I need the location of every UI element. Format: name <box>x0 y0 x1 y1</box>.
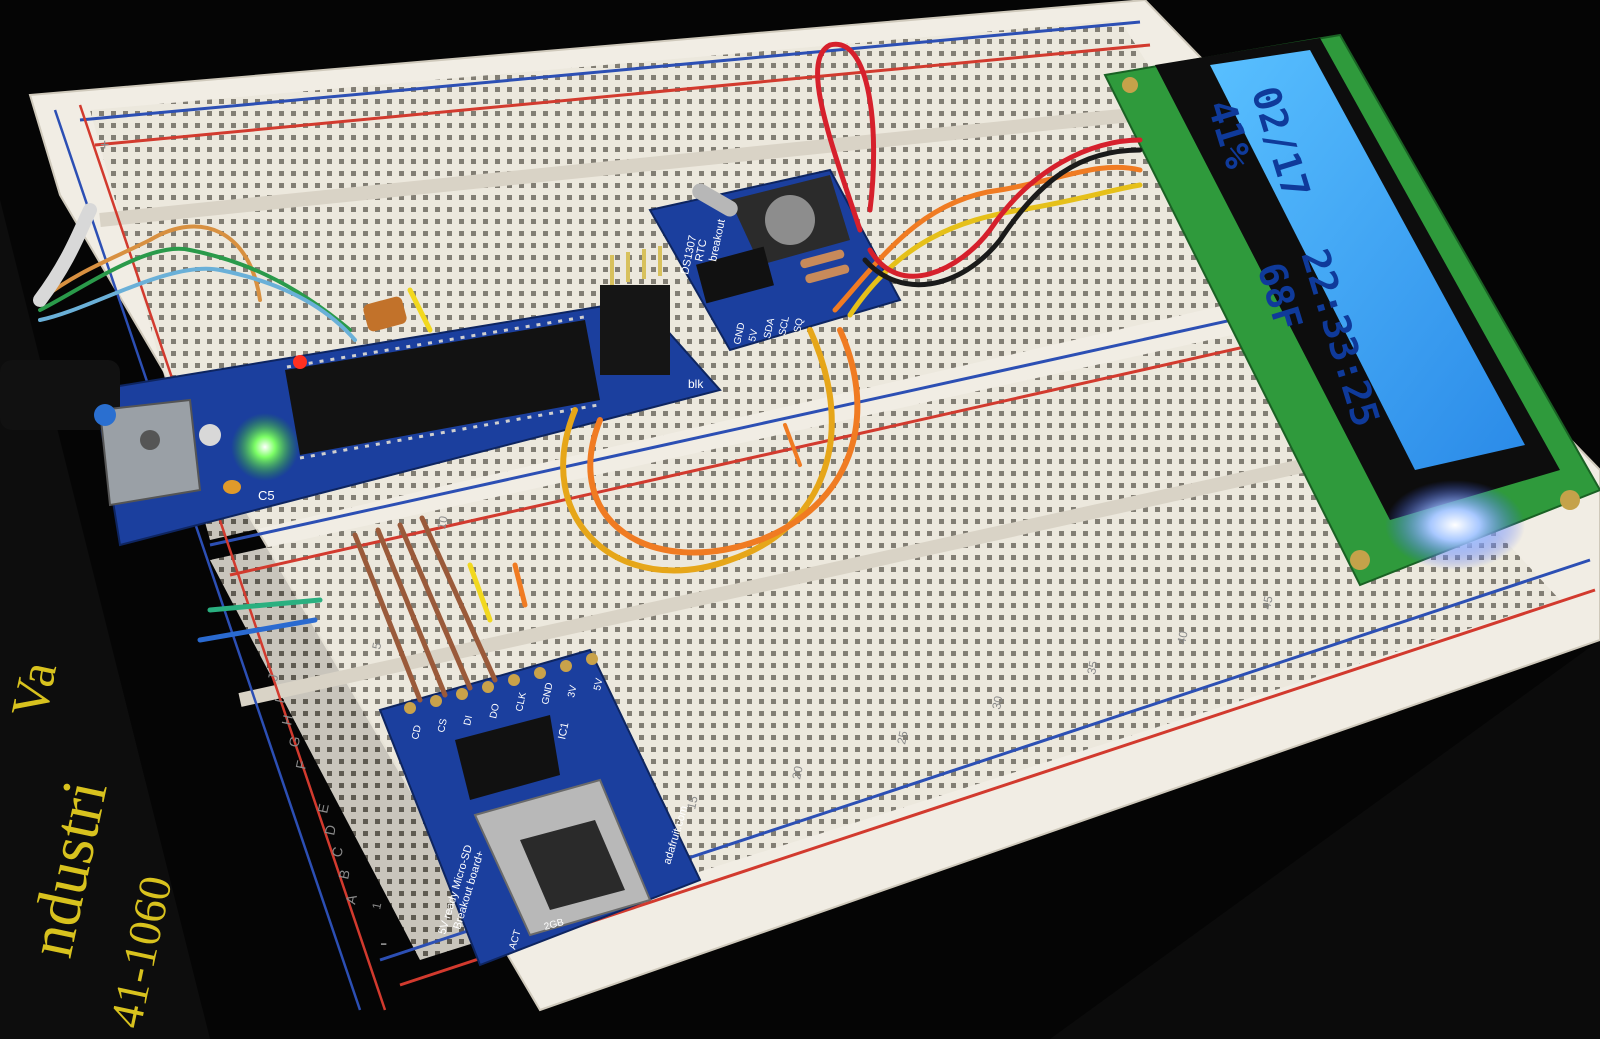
ds1307-chip <box>696 246 774 304</box>
resonator <box>363 296 407 332</box>
pins-label: blk <box>688 377 704 391</box>
rail-plus-label: + <box>100 137 109 154</box>
red-led <box>293 355 307 369</box>
sd-pin-cs: CS <box>436 717 450 733</box>
capacitor <box>199 424 221 446</box>
col-num-10: 10 <box>434 514 451 530</box>
row-letter-f: F <box>292 759 309 771</box>
lcd-screen <box>1210 50 1525 470</box>
col-num-15: 15 <box>684 794 701 810</box>
col-num-20: 20 <box>789 764 806 780</box>
column-numbers: 1 5 10 15 20 25 30 35 40 45 <box>369 514 1276 910</box>
sd-ic-label: IC1 <box>556 721 571 740</box>
capacitor <box>223 480 241 494</box>
resistor <box>805 264 850 284</box>
header-pins <box>600 285 670 375</box>
col-num-35: 35 <box>1084 659 1101 675</box>
col-num-45: 45 <box>1259 594 1276 610</box>
col-num-25: 25 <box>894 729 911 745</box>
sd-pin-do: DO <box>488 702 502 719</box>
backlight-glow <box>1385 480 1525 570</box>
atmega-chip <box>285 320 600 455</box>
col-num-30: 30 <box>989 694 1006 710</box>
sd-pin-cd: CD <box>410 724 424 740</box>
power-jack <box>0 360 120 430</box>
resistor <box>800 249 845 269</box>
rail-minus-label: - <box>380 930 387 955</box>
rtc-pin-sda: SDA <box>762 317 777 340</box>
row-letter-a: A <box>342 893 360 906</box>
microcontroller-board: C5 blk <box>0 246 722 547</box>
sd-pin-5v: 5V <box>592 677 605 692</box>
sd-pin-gnd: GND <box>540 682 555 706</box>
crystal <box>692 183 738 217</box>
rtc-title-rest: RTC <box>693 238 709 262</box>
rtc-pin-scl: SCL <box>777 315 792 337</box>
row-letter-d: D <box>321 823 339 836</box>
sd-pin-clk: CLK <box>514 691 529 713</box>
row-letter-i: I <box>271 697 287 704</box>
level-shifter-chip <box>455 715 560 800</box>
row-letter-j: J <box>264 672 281 682</box>
col-num-40: 40 <box>1174 629 1191 645</box>
sd-pin-di: DI <box>462 715 475 727</box>
sd-card-label: 2GB <box>543 917 565 933</box>
mat-text-letters: Va <box>1 657 68 723</box>
rtc-pin-gnd: GND <box>732 322 747 346</box>
row-letter-b: B <box>335 868 353 880</box>
row-letter-e: E <box>314 802 332 814</box>
col-num-5: 5 <box>369 641 384 651</box>
row-letters: A B C D E F G H I J <box>264 672 360 905</box>
capacitor <box>94 404 116 426</box>
col-num-1: 1 <box>369 901 384 911</box>
voltage-regulator <box>98 398 202 507</box>
row-letter-h: H <box>278 713 296 726</box>
row-letter-g: G <box>285 735 303 749</box>
jumper-wires <box>33 41 1143 703</box>
row-letter-c: C <box>328 845 346 858</box>
rtc-pin-5v: 5V <box>747 328 760 343</box>
sd-pin-3v: 3V <box>566 684 579 699</box>
lcd-module: 02/17 22:33:25 41% 68F <box>1103 33 1600 587</box>
cap-label-c5: C5 <box>258 488 275 503</box>
power-led <box>231 413 299 481</box>
microsd-breakout-board: IC1 2GB CD CS DI DO CLK GND 3V 5V 5V rea… <box>378 648 702 967</box>
rtc-pin-sq: SQ <box>792 317 806 334</box>
